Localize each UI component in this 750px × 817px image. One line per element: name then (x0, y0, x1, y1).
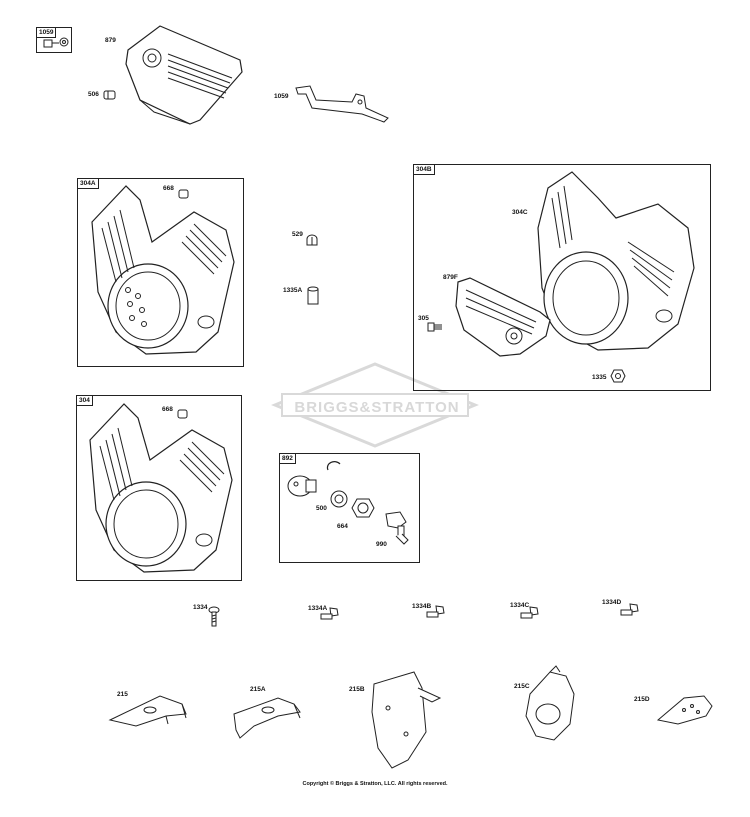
part-label-1059: 1059 (274, 93, 289, 100)
copyright-notice: Copyright © Briggs & Stratton, LLC. All … (302, 781, 448, 787)
nut-668-icon (177, 188, 191, 200)
part-label-1334A: 1334A (308, 605, 328, 612)
kit-box-892: 892 (279, 453, 420, 563)
grommet-529-icon (304, 234, 320, 248)
baffle-215B-icon (368, 668, 448, 772)
screw-506-icon (102, 88, 118, 102)
lock-washer-500-icon (328, 488, 350, 510)
part-label-1334D: 1334D (602, 599, 622, 606)
part-label-215A: 215A (250, 686, 266, 693)
part-label-500: 500 (316, 505, 327, 512)
baffle-215-icon (106, 690, 192, 730)
blower-housing-304-icon (84, 400, 236, 576)
part-label-668: 668 (162, 406, 173, 413)
kit-box-304B: 304B (413, 164, 711, 391)
part-label-990: 990 (376, 541, 387, 548)
part-label-529: 529 (292, 231, 303, 238)
ignition-switch-icon (284, 470, 320, 500)
part-label-1334C: 1334C (510, 602, 530, 609)
part-label-215D: 215D (634, 696, 650, 703)
kit-box-tag: 304B (414, 165, 435, 175)
screw-305-icon (427, 320, 442, 334)
key-990-icon (378, 508, 418, 548)
shroud-cover-879-icon (120, 20, 250, 130)
screw-1334C-icon (518, 605, 540, 623)
part-label-664: 664 (337, 523, 348, 530)
part-label-215: 215 (117, 691, 128, 698)
spacer-1335A-icon (306, 286, 320, 306)
kit-box-1059: 1059 (36, 27, 72, 53)
kit-box-tag: 892 (280, 454, 296, 464)
brand-watermark-text: BRIGGS&STRATTON (294, 399, 460, 416)
part-label-879: 879 (105, 37, 116, 44)
nut-1335-icon (610, 368, 626, 384)
blower-housing-304A-icon (86, 182, 238, 358)
part-label-1335A: 1335A (283, 287, 303, 294)
nut-668-icon (176, 408, 190, 420)
screw-1334A-icon (318, 606, 340, 624)
baffle-215A-icon (228, 690, 308, 742)
kit-box-tag: 304A (78, 179, 99, 189)
kit-box-tag: 1059 (37, 28, 57, 38)
part-label-1335: 1335 (592, 374, 607, 381)
screw-1334B-icon (424, 604, 446, 622)
kit-box-tag: 304 (77, 396, 93, 406)
part-label-215C: 215C (514, 683, 530, 690)
retaining-ring-icon (324, 458, 344, 476)
kit-box-304A: 304A (77, 178, 244, 367)
bolt-icon (42, 36, 70, 50)
part-label-305: 305 (418, 315, 429, 322)
baffle-215C-icon (520, 664, 582, 744)
part-label-215B: 215B (349, 686, 365, 693)
nut-664-icon (350, 496, 376, 520)
baffle-215D-icon (654, 692, 718, 728)
part-label-304C: 304C (512, 209, 528, 216)
shroud-cover-879F-icon (450, 276, 560, 360)
screw-1334D-icon (618, 602, 640, 620)
part-label-506: 506 (88, 91, 99, 98)
bracket-1059-icon (292, 82, 392, 126)
kit-box-304: 304 (76, 395, 242, 581)
part-label-668: 668 (163, 185, 174, 192)
screw-1334-icon (208, 606, 220, 628)
part-label-1334: 1334 (193, 604, 208, 611)
part-label-1334B: 1334B (412, 603, 432, 610)
part-label-879F: 879F (443, 274, 458, 281)
brand-watermark-logo (271, 362, 479, 448)
blower-housing-304C-icon (528, 168, 698, 358)
